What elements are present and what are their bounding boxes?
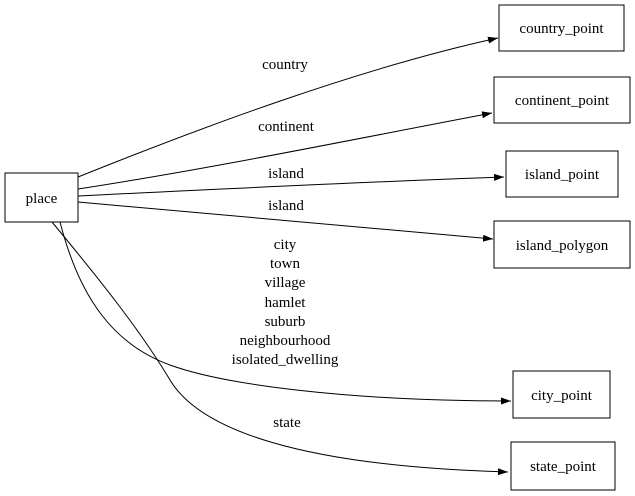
edge-label-city-block: city town village hamlet suburb neighbou… bbox=[232, 237, 339, 368]
edge-place-city_point bbox=[59, 221, 512, 405]
node-box-continent-point bbox=[493, 76, 631, 124]
node-group: place country_point continent_point isla… bbox=[4, 4, 631, 491]
node-place: place bbox=[4, 172, 79, 223]
edge-label-group: country continent island island city tow… bbox=[232, 57, 339, 431]
node-box-place bbox=[4, 172, 79, 223]
node-box-city-point bbox=[512, 370, 611, 419]
node-label-state-point: state_point bbox=[530, 459, 597, 475]
edge-label-suburb-line: suburb bbox=[265, 314, 306, 330]
edge-label-neighbourhood-line: neighbourhood bbox=[240, 333, 331, 349]
node-country-point: country_point bbox=[498, 4, 625, 52]
edge-label-village-line: village bbox=[265, 275, 306, 291]
node-island-polygon: island_polygon bbox=[493, 220, 631, 269]
edge-label-continent: continent bbox=[258, 119, 315, 135]
node-box-island-point bbox=[505, 150, 619, 198]
edge-label-hamlet-line: hamlet bbox=[265, 295, 307, 311]
edge-label-isolated-dwelling-line: isolated_dwelling bbox=[232, 352, 339, 368]
edge-label-country: country bbox=[262, 57, 308, 73]
edge-label-island-polygon: island bbox=[268, 198, 304, 214]
node-label-island-polygon: island_polygon bbox=[516, 238, 609, 254]
edge-place-state_point bbox=[51, 221, 509, 476]
node-island-point: island_point bbox=[505, 150, 619, 198]
node-label-city-point: city_point bbox=[531, 388, 593, 404]
node-box-island-polygon bbox=[493, 220, 631, 269]
node-continent-point: continent_point bbox=[493, 76, 631, 124]
node-box-country-point bbox=[498, 4, 625, 52]
node-label-continent-point: continent_point bbox=[515, 93, 610, 109]
edge-label-island-point: island bbox=[268, 166, 304, 182]
node-label-island-point: island_point bbox=[525, 167, 600, 183]
edge-label-state: state bbox=[273, 415, 301, 431]
edge-place-country_point bbox=[77, 36, 499, 178]
node-label-country-point: country_point bbox=[519, 21, 604, 37]
edge-place-continent_point bbox=[77, 111, 493, 190]
node-box-state-point bbox=[510, 441, 616, 491]
node-city-point: city_point bbox=[512, 370, 611, 419]
node-label-place: place bbox=[26, 191, 58, 207]
edge-label-town-line: town bbox=[270, 256, 301, 272]
node-state-point: state_point bbox=[510, 441, 616, 491]
edge-place-island_point bbox=[77, 173, 505, 197]
edge-group bbox=[51, 36, 512, 476]
edge-place-island_polygon bbox=[77, 201, 494, 242]
edge-label-city-line: city bbox=[274, 237, 297, 253]
